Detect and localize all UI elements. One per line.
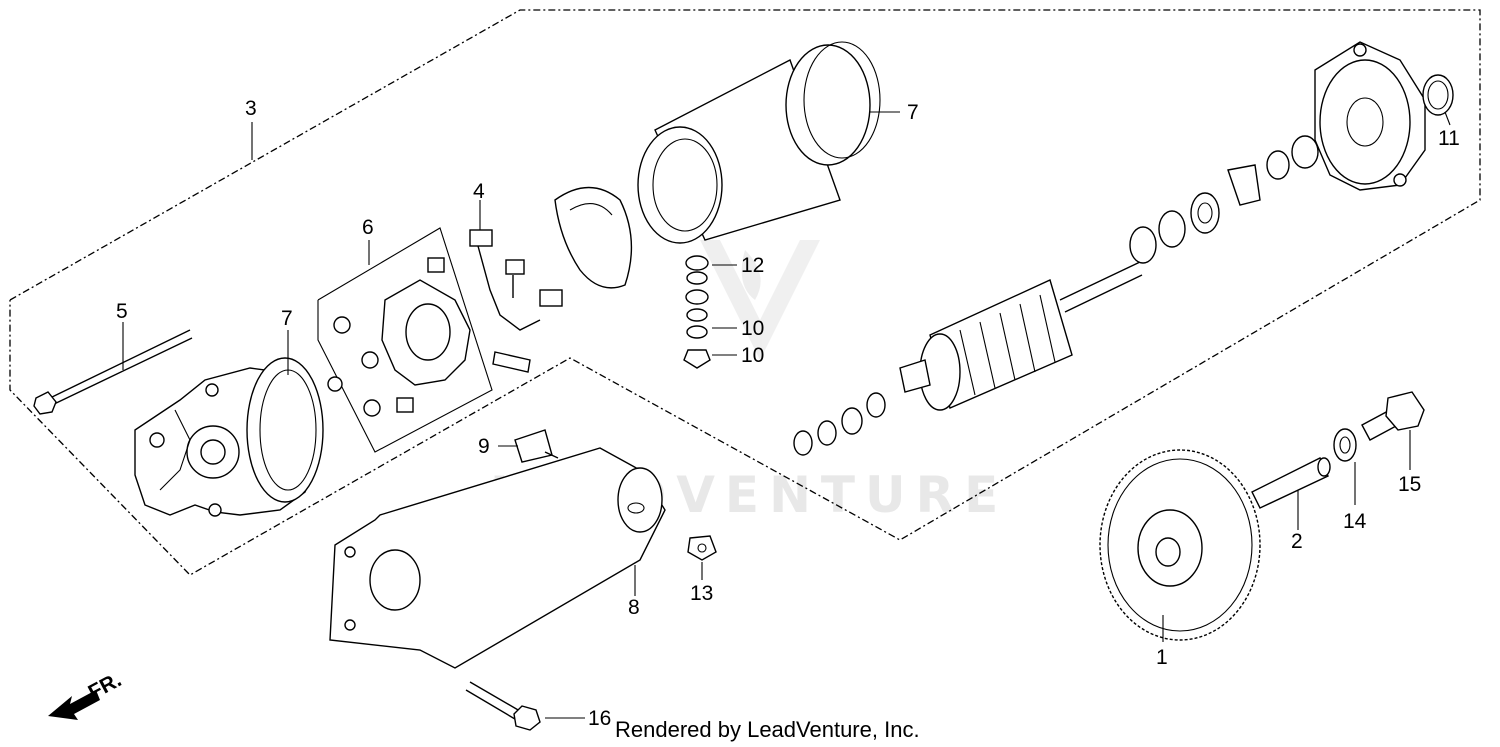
callout-7-front: 7	[281, 307, 293, 330]
leader-lines	[122, 111, 1451, 719]
armature	[899, 261, 1143, 411]
callout-16: 16	[588, 707, 611, 730]
callout-13: 13	[690, 582, 713, 605]
flange-nut	[687, 535, 717, 561]
callout-10-lower: 10	[741, 344, 764, 367]
front-cover	[134, 357, 324, 517]
front-direction-arrow: FR.	[48, 668, 125, 720]
callout-9: 9	[478, 435, 490, 458]
callout-labels: 3 5 4 6 7 7 12 10 10 11 9 8 13 2 14 15 1…	[116, 97, 1460, 730]
terminal-clip	[514, 429, 559, 463]
brush-holder-assembly	[317, 227, 493, 453]
callout-10-upper: 10	[741, 317, 764, 340]
callout-11: 11	[1438, 127, 1460, 150]
credit-text: Rendered by LeadVenture, Inc.	[615, 717, 920, 742]
through-bolt	[33, 329, 193, 415]
callout-6: 6	[362, 216, 374, 239]
cover-bolt	[465, 681, 541, 731]
brush-set	[469, 229, 563, 373]
reduction-gear	[1099, 449, 1261, 641]
callout-7-yoke: 7	[907, 101, 919, 124]
callout-15: 15	[1398, 473, 1421, 496]
callout-12: 12	[741, 254, 764, 277]
callout-8: 8	[628, 596, 640, 619]
insulator-ring	[554, 186, 633, 289]
callout-1: 1	[1156, 646, 1168, 669]
gear-shaft	[1251, 457, 1331, 509]
gear-washer	[1333, 428, 1357, 462]
assembly-boundary	[9, 9, 1481, 576]
o-ring	[1422, 74, 1454, 116]
starter-cover	[329, 447, 666, 669]
callout-14: 14	[1343, 510, 1367, 533]
armature-washers	[793, 392, 886, 456]
callout-4: 4	[473, 180, 485, 203]
callout-3: 3	[245, 97, 257, 120]
callout-2: 2	[1291, 530, 1303, 553]
gear-bolt	[1361, 391, 1425, 441]
rear-cover	[1314, 41, 1426, 191]
shaft-washers	[1129, 135, 1319, 264]
yoke-housing	[637, 41, 881, 244]
callout-5: 5	[116, 300, 128, 323]
washer-stack	[683, 255, 711, 369]
